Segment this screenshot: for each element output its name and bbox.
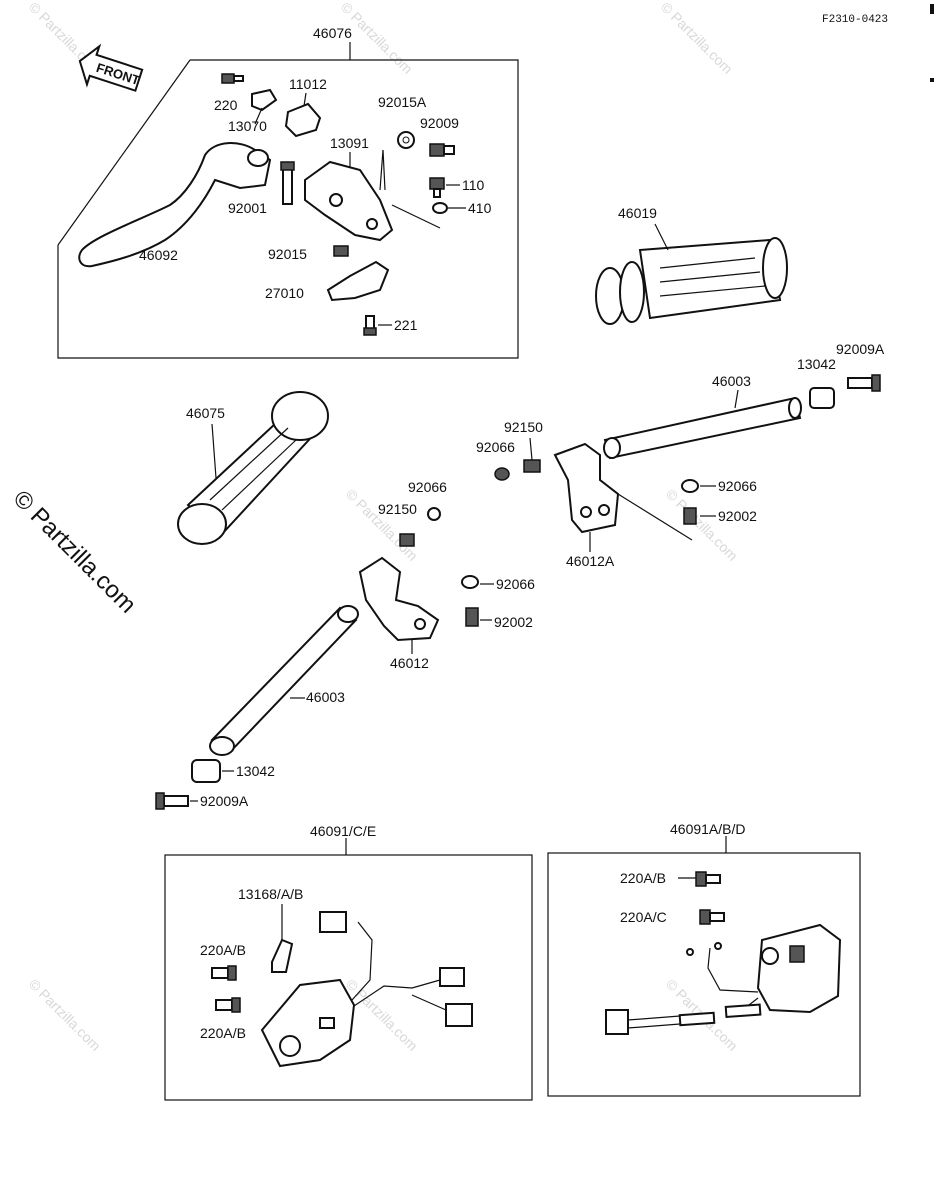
weight-13042-right: 13042 bbox=[797, 356, 836, 409]
nut-92066-left-a: 92066 bbox=[408, 479, 447, 521]
label-46076: 46076 bbox=[313, 25, 352, 41]
label-92009: 92009 bbox=[420, 115, 459, 131]
switch-27010: 27010 bbox=[265, 260, 390, 302]
reference-code: F2310-0423 bbox=[822, 14, 888, 26]
label-92001: 92001 bbox=[228, 200, 267, 216]
screw-220AC: 220A/C bbox=[620, 909, 725, 925]
part-13070: 13070 bbox=[228, 88, 278, 134]
label-221: 221 bbox=[394, 317, 418, 333]
label-27010: 27010 bbox=[265, 285, 304, 301]
label-13042-right: 13042 bbox=[797, 356, 836, 372]
lever-perch-13091: 13091 bbox=[304, 135, 394, 242]
part-11012: 11012 bbox=[284, 76, 327, 138]
screw-220AB-left-b: 220A/B bbox=[200, 997, 246, 1041]
label-410: 410 bbox=[468, 200, 492, 216]
label-92066-left-b: 92066 bbox=[496, 576, 535, 592]
label-92150-right: 92150 bbox=[504, 419, 543, 435]
watermark: © Partzilla.com bbox=[663, 486, 741, 564]
edge-mark bbox=[930, 4, 934, 14]
label-13042-left: 13042 bbox=[236, 763, 275, 779]
bar-holder-46012: 46012 bbox=[358, 556, 440, 671]
washer-410: 410 bbox=[432, 200, 492, 216]
watermark: © Partzilla.com bbox=[343, 486, 421, 564]
screw-221: 221 bbox=[363, 315, 418, 336]
leader bbox=[379, 149, 384, 191]
label-220AB-3: 220A/B bbox=[620, 870, 666, 886]
lever-assembly-box: 46076 bbox=[57, 25, 519, 359]
label-220AB-2: 220A/B bbox=[200, 1025, 246, 1041]
watermark: © Partzilla.com bbox=[26, 976, 104, 1054]
label-46075: 46075 bbox=[186, 405, 225, 421]
grip-46075: 46075 bbox=[177, 391, 329, 545]
label-92066-left-a: 92066 bbox=[408, 479, 447, 495]
label-92002-left: 92002 bbox=[494, 614, 533, 630]
nut-92066-right-a: 92066 bbox=[476, 439, 515, 481]
label-220AB-1: 220A/B bbox=[200, 942, 246, 958]
label-13168: 13168/A/B bbox=[238, 886, 303, 902]
label-46012: 46012 bbox=[390, 655, 429, 671]
label-92009A-right: 92009A bbox=[836, 341, 885, 357]
switch-housing-left bbox=[260, 911, 473, 1068]
switch-housing-right bbox=[605, 923, 842, 1035]
label-92015: 92015 bbox=[268, 246, 307, 262]
watermarks: © Partzilla.com © Partzilla.com © Partzi… bbox=[8, 0, 741, 1054]
label-220AC: 220A/C bbox=[620, 909, 667, 925]
part-13168: 13168/A/B bbox=[238, 886, 303, 973]
label-92066-right-a: 92066 bbox=[476, 439, 515, 455]
label-46012A: 46012A bbox=[566, 553, 615, 569]
bolt-220: 220 bbox=[214, 73, 244, 113]
nut-92015: 92015 bbox=[268, 245, 349, 262]
label-46091ABD: 46091A/B/D bbox=[670, 821, 746, 837]
label-13091: 13091 bbox=[330, 135, 369, 151]
left-switch-box: 46091/C/E bbox=[164, 823, 533, 1101]
bolt-92001: 92001 bbox=[228, 161, 295, 216]
right-switch-box: 46091A/B/D bbox=[547, 821, 861, 1097]
screw-92009A-right: 92009A bbox=[836, 341, 885, 392]
label-92066-right-b: 92066 bbox=[718, 478, 757, 494]
screw-92009A-left: 92009A bbox=[155, 792, 249, 810]
screw-220AB-right: 220A/B bbox=[620, 870, 721, 887]
throttle-grip-46019: 46019 bbox=[595, 205, 788, 325]
label-110: 110 bbox=[462, 177, 485, 193]
bar-holder-46012A: 46012A bbox=[553, 442, 620, 569]
bolt-92002-left: 92002 bbox=[465, 607, 533, 630]
label-46091CE: 46091/C/E bbox=[310, 823, 376, 839]
label-92009A-left: 92009A bbox=[200, 793, 249, 809]
nut-92066-left-b: 92066 bbox=[461, 575, 535, 592]
handlebar-46003-left: 46003 bbox=[209, 605, 359, 756]
label-46019: 46019 bbox=[618, 205, 657, 221]
label-92015A: 92015A bbox=[378, 94, 427, 110]
label-46092: 46092 bbox=[139, 247, 178, 263]
leader bbox=[382, 149, 386, 191]
label-92002-right: 92002 bbox=[718, 508, 757, 524]
label-13070: 13070 bbox=[228, 118, 267, 134]
watermark: © Partzilla.com bbox=[658, 0, 736, 77]
bolt-92150-right: 92150 bbox=[504, 419, 543, 473]
bolt-92150-left: 92150 bbox=[378, 501, 417, 547]
screw-92009: 92009 bbox=[420, 115, 459, 157]
weight-13042-left: 13042 bbox=[191, 759, 275, 783]
bolt-92002-right: 92002 bbox=[617, 493, 757, 541]
label-46003-left: 46003 bbox=[306, 689, 345, 705]
leader bbox=[391, 204, 441, 229]
nut-92066-right-b: 92066 bbox=[681, 478, 757, 494]
clutch-lever: 46092 bbox=[78, 142, 272, 268]
label-220: 220 bbox=[214, 97, 238, 113]
edge-mark bbox=[930, 78, 934, 82]
side-watermark: © Partzilla.com bbox=[8, 485, 141, 618]
label-46003-right: 46003 bbox=[712, 373, 751, 389]
bolt-110: 110 bbox=[429, 177, 485, 198]
handlebar-46003-right: 46003 bbox=[603, 373, 802, 460]
label-11012: 11012 bbox=[289, 76, 327, 92]
part-92015A: 92015A bbox=[378, 94, 427, 149]
label-92150-left: 92150 bbox=[378, 501, 417, 517]
screw-220AB-left-a: 220A/B bbox=[200, 942, 246, 981]
